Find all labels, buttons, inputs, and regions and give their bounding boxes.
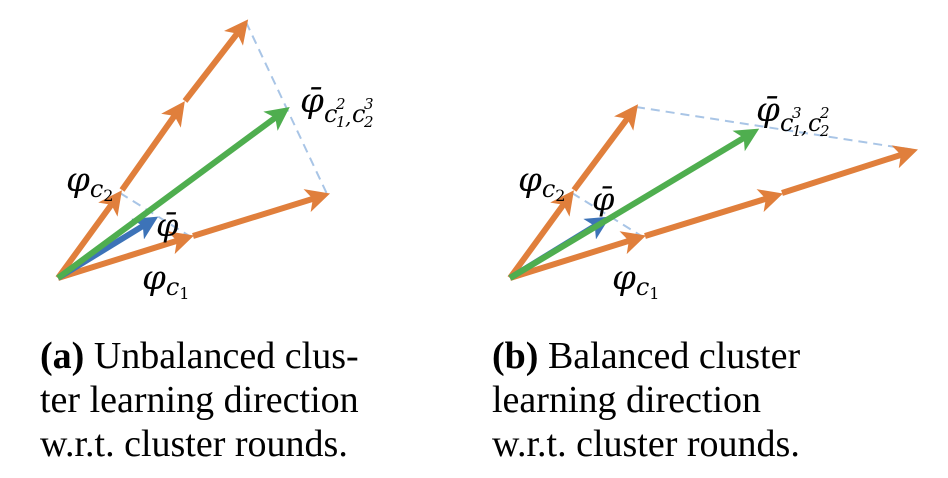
phi-c1-round-1-arrow: [509, 231, 647, 281]
label-phi-c1: φc1: [142, 258, 189, 303]
caption-b: (b) Balanced cluster learning direction …: [492, 334, 912, 466]
svg-text:c: c: [324, 100, 337, 128]
caption-line: Unbalanced clus-: [93, 335, 359, 377]
phi-bar-aggregated-arrow: [508, 128, 760, 281]
svg-text:1: 1: [792, 122, 802, 140]
svg-text:3: 3: [792, 104, 802, 122]
label-phi-bar: φ̄: [592, 180, 615, 218]
svg-text:c: c: [352, 100, 365, 128]
caption-line: w.r.t. cluster rounds.: [492, 423, 800, 465]
caption-line: ter learning direction: [40, 379, 359, 421]
svg-text:c: c: [780, 109, 793, 137]
phi-c1-round-2-arrow: [192, 189, 331, 239]
svg-text:3: 3: [364, 95, 374, 113]
caption-line: w.r.t. cluster rounds.: [40, 423, 348, 465]
phi-c1-round-3-arrow: [781, 145, 918, 196]
phi-c2-round-1-arrow: [507, 190, 574, 280]
svg-text:2: 2: [819, 104, 830, 122]
phi-c1-round-2-arrow: [644, 189, 784, 239]
figure-diagrams: φc2 φc1 φ̄ φ̄ c 2 1 , c 3 2 φc2 φc1: [55, 19, 918, 303]
panel-a-diagram: φc2 φc1 φ̄ φ̄ c 2 1 , c 3 2: [55, 19, 374, 303]
panel-b-diagram: φc2 φc1 φ̄ φ̄ c 3 1 , c 2 2: [507, 90, 918, 303]
caption-a: (a) Unbalanced clus- ter learning direct…: [40, 334, 440, 466]
phi-c2-round-2-arrow: [119, 101, 185, 192]
caption-tag: (b): [492, 335, 539, 377]
svg-text:2: 2: [363, 113, 374, 131]
label-phi-c2: φc2: [518, 160, 565, 205]
svg-text:,: ,: [345, 105, 351, 129]
label-phi-bar-aggregated: φ̄ c 2 1 , c 3 2: [300, 81, 374, 131]
phi-c2-round-2-arrow: [571, 104, 639, 192]
phi-c2-round-3-arrow: [182, 19, 249, 103]
caption-tag: (a): [40, 335, 85, 377]
phi-c1-round-1-arrow: [57, 231, 195, 281]
guide-dashed-line: [635, 106, 916, 151]
svg-text:φ̄: φ̄: [756, 90, 780, 130]
label-phi-bar: φ̄: [156, 206, 179, 244]
label-phi-c1: φc1: [612, 258, 659, 303]
svg-text:2: 2: [819, 122, 830, 140]
caption-line: learning direction: [492, 379, 762, 421]
label-phi-bar-aggregated: φ̄ c 3 1 , c 2 2: [756, 90, 830, 140]
label-phi-c2: φc2: [66, 160, 113, 205]
phi-bar-aggregated-arrow: [56, 107, 290, 281]
svg-text:2: 2: [335, 95, 346, 113]
svg-text:φ̄: φ̄: [300, 81, 324, 121]
svg-text:,: ,: [801, 114, 807, 138]
caption-line: Balanced cluster: [547, 335, 801, 377]
svg-text:c: c: [808, 109, 821, 137]
svg-text:1: 1: [336, 113, 346, 131]
phi-c2-round-1-arrow: [55, 190, 122, 280]
